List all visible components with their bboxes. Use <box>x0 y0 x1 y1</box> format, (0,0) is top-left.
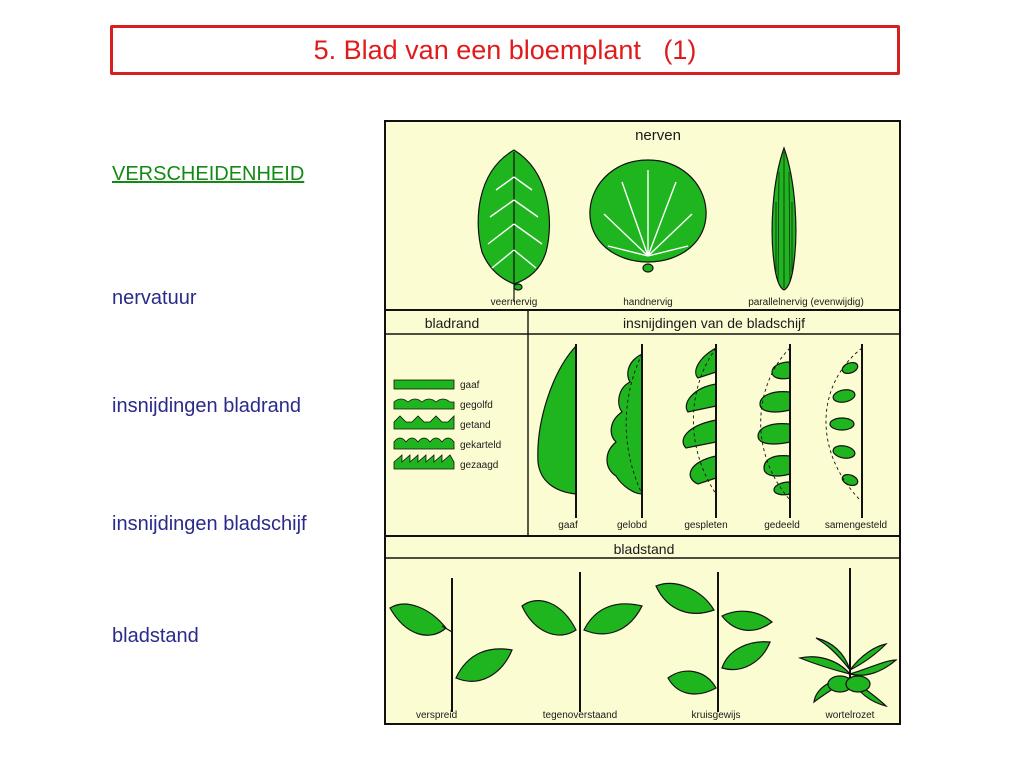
leaf-handnervig <box>589 159 707 273</box>
leaf-insnijding-gelobd <box>606 344 643 518</box>
caption-bladrand-gaaf: gaaf <box>460 380 480 391</box>
caption-insnijding-gespleten: gespleten <box>684 520 727 531</box>
leaf-veernervig <box>477 149 551 302</box>
caption-bladrand-gegolfd: gegolfd <box>460 400 493 411</box>
slide-title-box: 5. Blad van een bloemplant (1) <box>110 25 900 75</box>
bladstand-verspreid <box>389 578 513 712</box>
nerven-header: nerven <box>635 127 681 144</box>
bladstand-wortelrozet <box>797 568 898 708</box>
bladrand-gekarteld <box>393 437 455 450</box>
bladrand-gaaf <box>393 379 455 390</box>
caption-insnijding-gaaf: gaaf <box>558 520 578 531</box>
caption-insnijding-samengesteld: samengesteld <box>825 520 887 531</box>
caption-insnijding-gelobd: gelobd <box>617 520 647 531</box>
leaf-insnijding-gespleten <box>682 344 717 518</box>
slide-title: 5. Blad van een bloemplant (1) <box>313 34 697 65</box>
bladrand-gezaagd <box>393 454 455 470</box>
caption-bladrand-gekarteld: gekarteld <box>460 440 501 451</box>
leaf-insnijding-gaaf <box>537 344 577 518</box>
bladrand-header: bladrand <box>425 315 480 331</box>
caption-tegenoverstaand: tegenoverstaand <box>543 710 618 721</box>
bladstand-header: bladstand <box>614 541 675 557</box>
leaf-insnijding-gedeeld <box>757 344 791 518</box>
bladrand-getand <box>393 415 455 430</box>
heading-verscheidenheid: VERSCHEIDENHEID <box>112 163 305 185</box>
caption-bladrand-getand: getand <box>460 420 491 431</box>
leaf-diagram-panel: nerven veernervig handnervig parallelner… <box>384 120 901 725</box>
label-insnijdingen-bladrand: insnijdingen bladrand <box>112 395 302 417</box>
caption-verspreid: verspreid <box>416 710 457 721</box>
label-nervatuur: nervatuur <box>112 287 197 309</box>
caption-parallelnervig: parallelnervig (evenwijdig) <box>748 297 864 308</box>
bladstand-kruisgewijs <box>655 572 773 712</box>
caption-wortelrozet: wortelrozet <box>825 710 875 721</box>
leaf-insnijding-samengesteld <box>825 344 863 518</box>
caption-insnijding-gedeeld: gedeeld <box>764 520 800 531</box>
bladstand-tegenoverstaand <box>521 572 643 712</box>
caption-bladrand-gezaagd: gezaagd <box>460 460 498 471</box>
leaf-diagram: nerven veernervig handnervig parallelner… <box>386 127 899 721</box>
caption-veernervig: veernervig <box>491 297 538 308</box>
label-bladstand: bladstand <box>112 625 199 647</box>
caption-handnervig: handnervig <box>623 297 672 308</box>
label-insnijdingen-bladschijf: insnijdingen bladschijf <box>112 513 307 535</box>
insnijdingen-header: insnijdingen van de bladschijf <box>623 315 805 331</box>
leaf-parallelnervig <box>771 146 797 291</box>
bladrand-gegolfd <box>393 398 455 410</box>
caption-kruisgewijs: kruisgewijs <box>692 710 741 721</box>
